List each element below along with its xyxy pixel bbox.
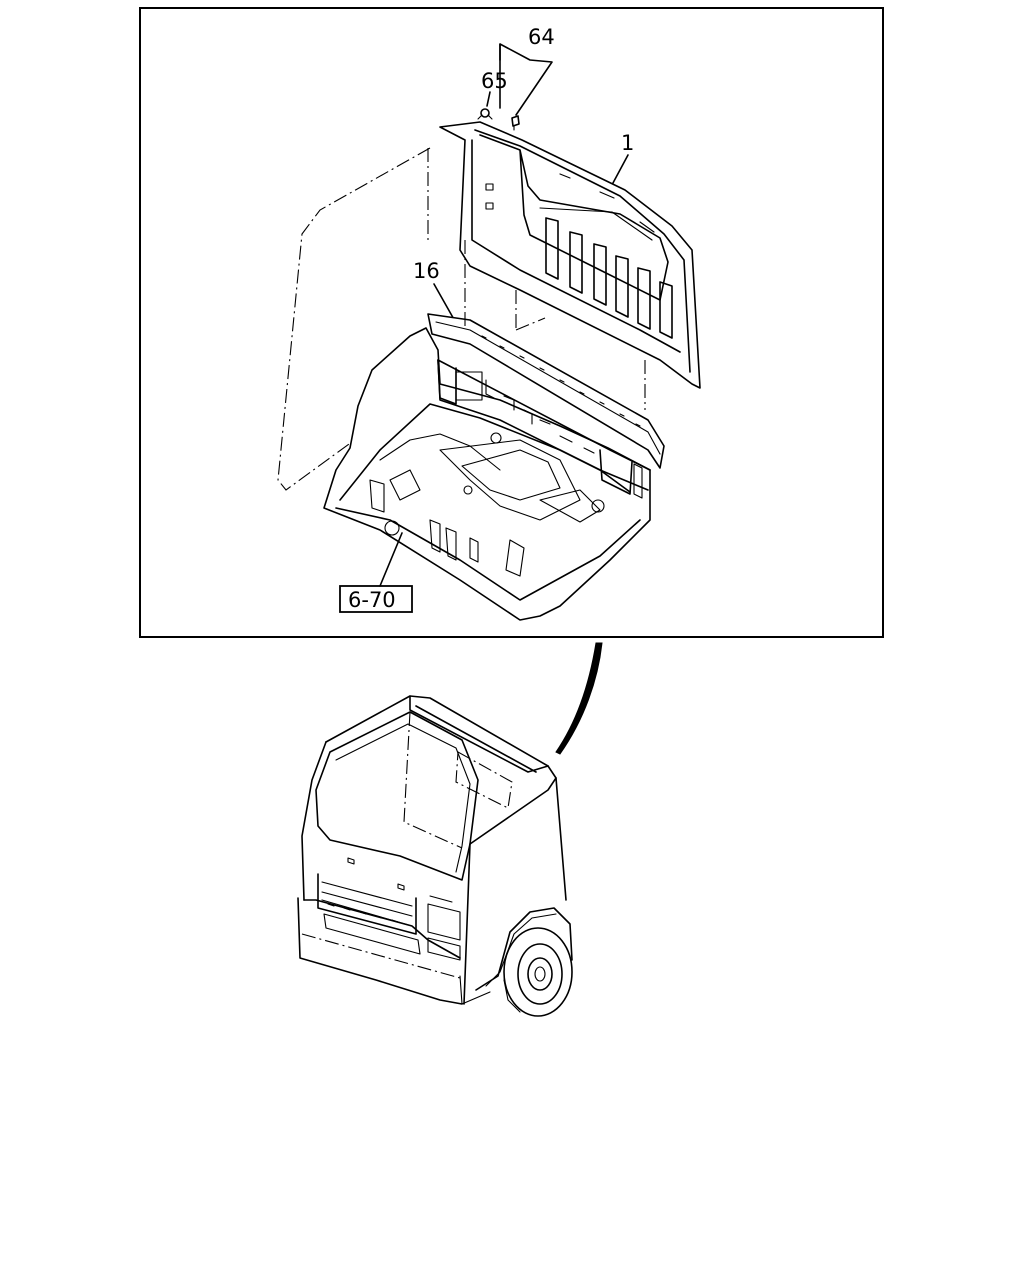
cross-member-part-16 xyxy=(427,313,665,469)
bolt-part-64 xyxy=(511,115,520,131)
leader-65 xyxy=(486,91,491,107)
placement-lines xyxy=(277,147,646,491)
reference-label: 6-70 xyxy=(348,588,396,612)
callout-label-16: 16 xyxy=(413,259,440,283)
back-panel-part-1 xyxy=(439,121,701,389)
clip-part-65 xyxy=(477,108,493,120)
truck-cab-overview xyxy=(297,695,573,1017)
leader-64 xyxy=(499,43,553,116)
callout-label-1: 1 xyxy=(621,131,634,155)
detail-frame xyxy=(139,7,884,638)
callout-label-64: 64 xyxy=(528,25,555,49)
floor-pan-assembly xyxy=(323,327,651,621)
detail-pointer xyxy=(555,642,603,755)
reference-box-6-70[interactable]: 6-70 xyxy=(339,585,413,613)
callout-label-65: 65 xyxy=(481,69,508,93)
leader-6-70 xyxy=(379,532,403,587)
